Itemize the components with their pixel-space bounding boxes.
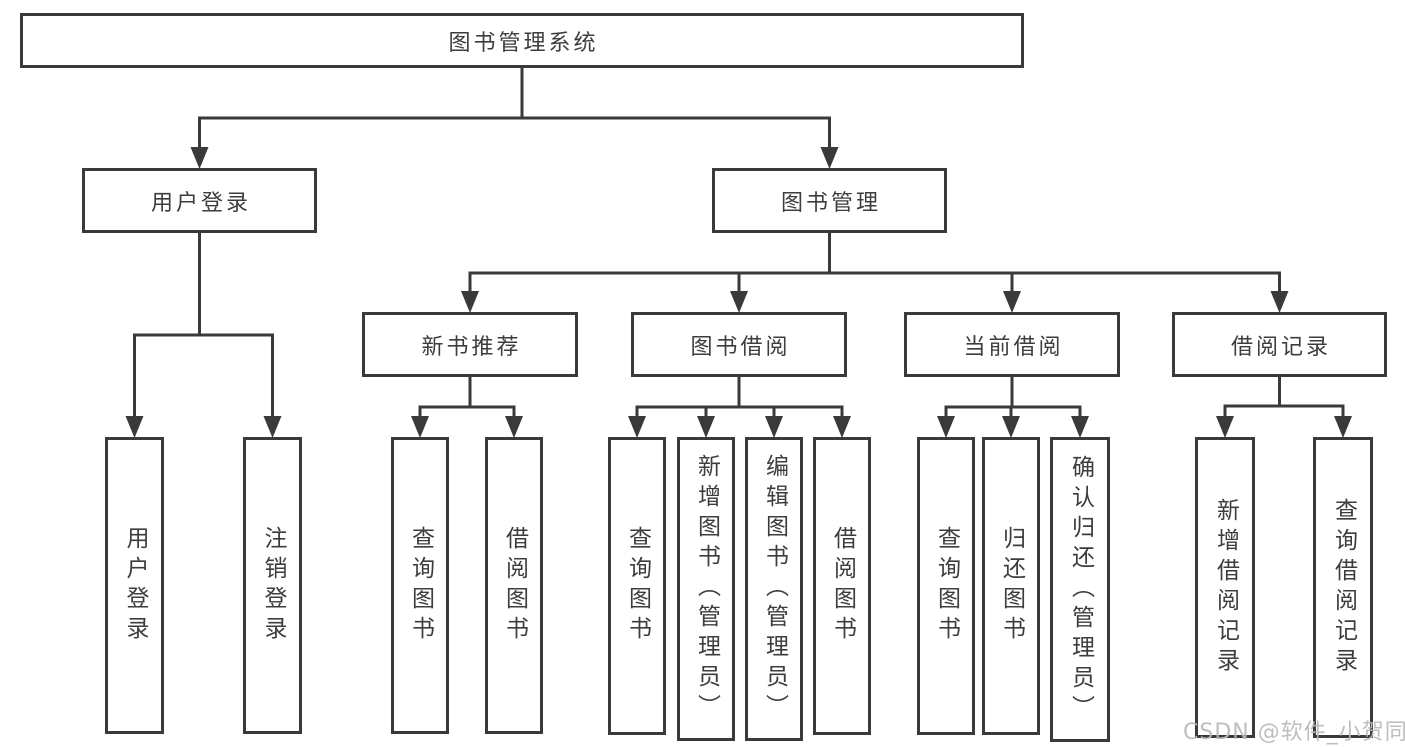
watermark-text: CSDN @软件_小贺同学 — [1183, 720, 1405, 745]
node-cb-confirm-return: 确认归还（管理员） — [1050, 437, 1110, 742]
node-nbr-query-books: 查询图书 — [391, 437, 449, 734]
node-user-login: 用户登录 — [82, 168, 317, 233]
node-book-borrowing: 图书借阅 — [631, 312, 847, 377]
node-br-add-record: 新增借阅记录 — [1195, 437, 1255, 738]
node-nbr-borrow-books: 借阅图书 — [485, 437, 543, 734]
node-root: 图书管理系统 — [20, 13, 1024, 68]
node-cb-query-books: 查询图书 — [917, 437, 975, 735]
node-book-management: 图书管理 — [712, 168, 947, 233]
node-borrowing-records: 借阅记录 — [1172, 312, 1387, 377]
node-ul-user-login: 用户登录 — [105, 437, 164, 734]
node-bb-borrow-books: 借阅图书 — [813, 437, 871, 735]
node-ul-logout: 注销登录 — [243, 437, 302, 734]
node-new-book-recommend: 新书推荐 — [362, 312, 578, 377]
node-bb-query-books: 查询图书 — [608, 437, 666, 735]
node-bb-edit-books: 编辑图书（管理员） — [745, 437, 803, 741]
node-bb-add-books: 新增图书（管理员） — [677, 437, 735, 741]
node-cb-return-books: 归还图书 — [982, 437, 1040, 735]
node-current-borrowing: 当前借阅 — [904, 312, 1120, 377]
node-br-query-record: 查询借阅记录 — [1313, 437, 1373, 738]
